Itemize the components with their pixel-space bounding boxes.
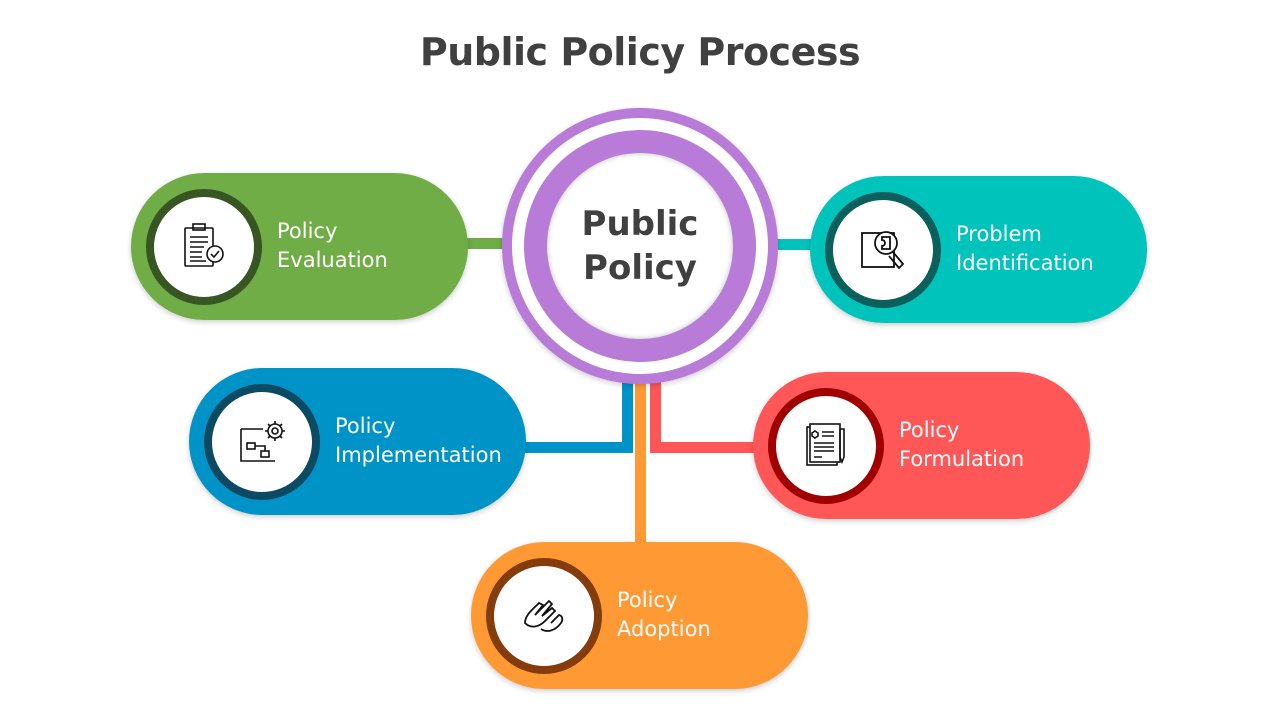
- stage-line2: Adoption: [617, 617, 711, 641]
- connector-formulation-h: [650, 442, 760, 453]
- puzzle-magnifier-icon: [861, 231, 905, 270]
- stage-line1: Policy: [617, 588, 678, 612]
- stage-line2: Formulation: [899, 447, 1025, 471]
- clipboard-check-icon: [184, 223, 224, 267]
- stage-line1: Policy: [277, 219, 338, 243]
- connector-formulation-v: [650, 380, 661, 453]
- blueprint-gear-icon: [240, 421, 285, 462]
- stage-line1: Problem: [956, 222, 1042, 246]
- connector-implementation-v: [622, 380, 633, 453]
- stage-line2: Identification: [956, 251, 1094, 275]
- stage-line1: Policy: [899, 418, 960, 442]
- center-line1: Public: [581, 204, 699, 244]
- center-line2: Policy: [583, 248, 697, 288]
- handshake-icon: [524, 599, 564, 632]
- connector-adoption: [635, 380, 646, 546]
- page-title: Public Policy Process: [419, 30, 861, 74]
- stage-line2: Implementation: [335, 443, 502, 467]
- connector-implementation-h: [520, 442, 633, 453]
- stage-line1: Policy: [335, 414, 396, 438]
- document-pen-icon: [806, 423, 845, 466]
- connector-identification: [774, 239, 814, 250]
- stage-line2: Evaluation: [277, 248, 388, 272]
- connector-evaluation: [466, 238, 506, 249]
